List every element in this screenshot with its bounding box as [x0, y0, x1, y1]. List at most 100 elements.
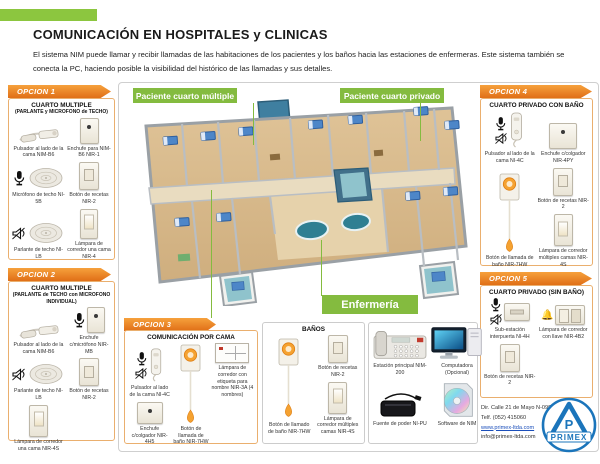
banos-title: BAÑOS — [301, 326, 326, 333]
product-caption: Enchufe para NIM-B6 NIR-1 — [67, 145, 111, 159]
bathroom-pull-cord-image — [498, 172, 520, 253]
microphone-plate-image — [87, 307, 105, 333]
wall-plate-image — [79, 117, 99, 144]
banner-label: Paciente cuarto privado — [343, 90, 441, 101]
bell-icon: 🔔 — [541, 309, 554, 321]
product-item: Lámpara de corredor una cama NIR-4S — [12, 404, 65, 453]
product-item: 🔔 Lámpara de corredor con llave NIR-4B2 — [538, 298, 590, 341]
product-caption: Pulsador al lado de la cama NI-4C — [484, 151, 535, 164]
opcion2-panel: CUARTO MULTIPLE (PARLANTE de TECHO con M… — [8, 281, 115, 452]
product-item: Botón de llamada de baño NIR-7HW — [173, 343, 209, 446]
button-plate-image — [499, 343, 520, 372]
speaker-horn-icon — [135, 367, 148, 379]
bathroom-pull-cord-image — [180, 343, 201, 424]
banner-paciente-cuarto-privado: Paciente cuarto privado — [340, 88, 444, 103]
product-caption: Botón de llamada de baño NIR-7HW — [485, 254, 534, 268]
opcion5-label: OPCION 5 — [489, 274, 528, 283]
product-item: Botón de recetas NIR-2 — [484, 343, 536, 388]
contact-website: www.primex-ltda.com — [481, 424, 535, 431]
button-plate-image — [79, 358, 99, 387]
product-caption: Botón de llamada de baño NIR-7HW — [173, 425, 209, 446]
pull-cord-device-image — [18, 324, 59, 340]
opcion1-banner: OPCION 1 — [8, 85, 111, 98]
product-caption: Lámpara de corredor con llave NIR-4B2 — [539, 327, 588, 340]
opcion1-label: OPCION 1 — [17, 87, 56, 96]
hanger-socket-image — [549, 123, 578, 149]
product-item: Botón de recetas NIR-2 — [67, 162, 111, 206]
opcion3-panel: COMUNICACIÓN POR CAMA Pulsador al lado d… — [124, 330, 258, 446]
product-caption: Micrófono de techo NI-5B — [12, 192, 65, 205]
logo-monogram: P — [565, 417, 574, 432]
opcion4-panel: CUARTO PRIVADO CON BAÑO Pulsador al lado… — [480, 98, 593, 269]
hanger-socket-image — [136, 401, 163, 424]
opcion4-label: OPCION 4 — [489, 87, 528, 96]
estacion-panel: Estación principal NIM-200 Computadora (… — [368, 322, 482, 444]
product-caption: Enchufe c/colgador NIR-4H5 — [131, 425, 168, 446]
product-caption: Botón de recetas NIR-2 — [69, 388, 109, 401]
opcion5-banner: OPCION 5 — [480, 272, 592, 285]
product-caption: Enchufe c/colgador NIR-4PY — [541, 151, 586, 164]
microphone-icon — [13, 171, 24, 186]
page-title: COMUNICACIÓN EN HOSPITALES y CLINICAS — [33, 27, 328, 42]
product-caption: Lámpara de corredor una cama NIR-4 — [67, 240, 111, 261]
product-item: Enchufe c/colgador NIR-4H5 — [128, 401, 171, 446]
product-caption: Estación principal NIM-200 — [373, 363, 427, 376]
contact-email: info@primex-ltda.com — [481, 434, 536, 441]
double-lamp-image — [555, 305, 586, 325]
primex-logo: P PRIMEX — [540, 396, 598, 459]
banner-label: Paciente cuarto múltiple — [135, 90, 235, 101]
microphone-icon — [136, 351, 147, 366]
product-item: Fuente de poder NI-PU — [372, 381, 428, 428]
banner-paciente-cuarto-multiple: Paciente cuarto múltiple — [133, 88, 237, 103]
button-plate-image — [327, 335, 348, 363]
corridor-lamp-image — [553, 214, 573, 246]
connector-line — [253, 103, 254, 145]
bedside-handset-image — [510, 112, 522, 148]
product-caption: Botón de recetas NIR-2 — [69, 192, 109, 205]
opcion1-subtitle: (PARLANTE y MICROFONO de TECHO) — [15, 109, 108, 115]
product-item: Botón de llamada de baño NIR-7HW — [484, 168, 536, 269]
corridor-lamp-image — [29, 404, 48, 437]
banner-label: Enfermería — [341, 298, 399, 311]
product-caption: Parlante de techo NI-LB — [13, 247, 64, 260]
connector-line — [420, 103, 421, 141]
product-item: Parlante de techo NI-LB — [12, 358, 65, 402]
product-caption: Parlante de techo NI-LB — [13, 388, 64, 401]
top-green-bar — [0, 9, 97, 21]
product-caption: Botón de recetas NIR-2 — [537, 197, 589, 211]
product-item: Enchufe para NIM-B6 NIR-1 — [67, 117, 111, 160]
sub-station-plate-image — [503, 302, 530, 321]
product-item: Pulsador al lado de la cama NIM-B6 — [12, 307, 65, 355]
speaker-horn-icon — [12, 368, 25, 381]
speaker-horn-icon — [489, 314, 502, 325]
power-supply-image — [380, 392, 422, 416]
button-plate-image — [79, 162, 99, 190]
opcion2-banner: OPCION 2 — [8, 268, 111, 281]
product-item: Pulsador al lado de la cama NI-4C — [128, 343, 171, 399]
opcion4-title: CUARTO PRIVADO CON BAÑO — [489, 102, 584, 109]
product-caption: Lámpara de corredor múltiples camas NIR-… — [538, 248, 588, 268]
corridor-lamp-image — [328, 381, 348, 414]
logo-brand-text: PRIMEX — [551, 433, 588, 442]
opcion2-subtitle: (PARLANTE de TECHO con MICROFONO INDIVID… — [12, 292, 111, 305]
master-station-image — [373, 331, 427, 359]
product-item: Enchufe c/colgador NIR-4PY — [538, 111, 590, 165]
opcion1-panel: CUARTO MULTIPLE (PARLANTE y MICROFONO de… — [8, 98, 115, 260]
product-item: Lámpara de corredor con etiqueta para no… — [211, 343, 254, 399]
product-caption: Enchufe c/micrófono NIR-MB — [69, 335, 109, 355]
product-item: Parlante de techo NI-LB — [12, 209, 65, 261]
microphone-icon — [74, 312, 85, 327]
product-caption: Pulsador al lado de la cama NI-4C — [129, 385, 170, 398]
ceiling-speaker-image — [29, 168, 62, 188]
product-item: Estación principal NIM-200 — [372, 325, 428, 377]
product-item: Lámpara de corredor múltiples camas NIR-… — [538, 214, 590, 268]
microphone-icon — [491, 298, 501, 312]
product-caption: Botón de recetas NIR-2 — [318, 365, 358, 378]
product-caption: Sub-estación interpuerta NI-4H — [489, 327, 530, 340]
opcion5-title: CUARTO PRIVADO (SIN BAÑO) — [489, 289, 584, 296]
product-item: Micrófono de techo NI-5B — [12, 162, 65, 206]
speaker-horn-icon — [12, 227, 25, 240]
product-caption: Pulsador al lado de la cama NIM-B6 — [13, 341, 64, 355]
opcion4-banner: OPCION 4 — [480, 85, 592, 98]
